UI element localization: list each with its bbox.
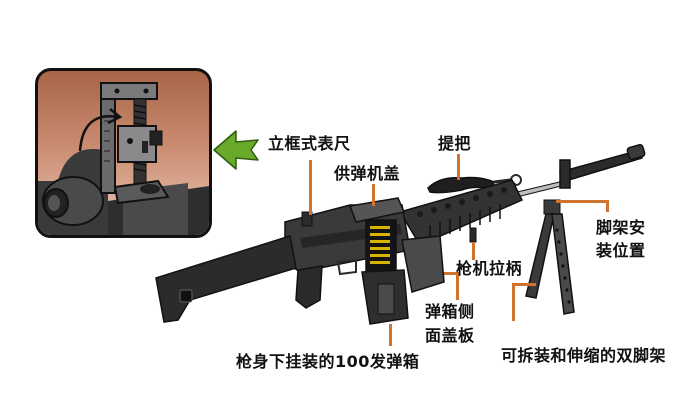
label-box-cover-2: 面盖板 (425, 326, 475, 345)
label-carry-handle: 提把 (438, 134, 472, 153)
leader-feed-cover (372, 184, 375, 206)
leader-box-cover-h (444, 272, 458, 275)
rear-sight-closeup-icon (38, 82, 209, 235)
leader-bipod-mount-h (556, 200, 608, 203)
label-box-cover-1: 弹箱侧 (425, 302, 475, 321)
label-bipod-mount-2: 装位置 (596, 241, 646, 260)
leader-box-cover-v (456, 272, 459, 300)
label-feed-cover: 供弹机盖 (334, 164, 401, 183)
label-bipod: 可拆装和伸缩的双脚架 (501, 346, 667, 365)
leader-rear-sight (309, 160, 312, 215)
leader-bipod-h (512, 283, 536, 286)
leader-carry-handle (457, 154, 460, 180)
leader-bipod-mount-v (606, 200, 609, 212)
label-bipod-mount-1: 脚架安 (596, 218, 646, 237)
label-ammo-box: 枪身下挂装的100发弹箱 (236, 352, 420, 371)
leader-charging-handle (472, 242, 475, 260)
leader-ammo-box (389, 324, 392, 346)
rear-sight-inset (35, 68, 212, 238)
label-rear-sight: 立框式表尺 (268, 134, 351, 153)
leader-bipod-v (512, 283, 515, 321)
label-charging-handle: 枪机拉柄 (456, 259, 523, 278)
